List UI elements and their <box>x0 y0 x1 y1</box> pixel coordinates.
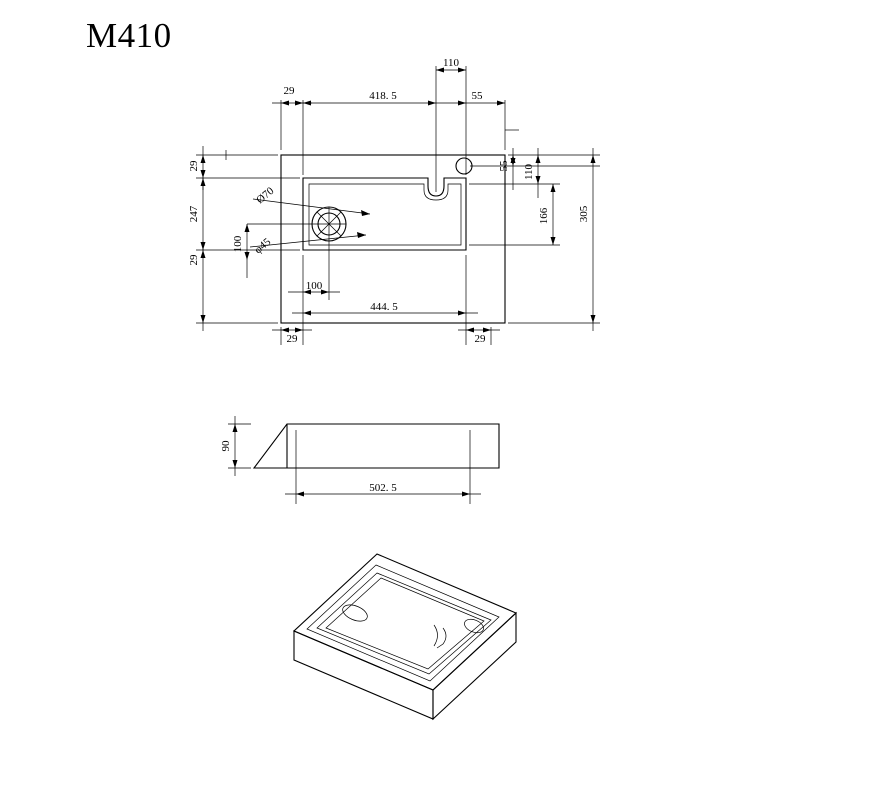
iso-bowl-rim-inner <box>316 572 492 675</box>
dim-502-5-label: 502. 5 <box>369 482 397 494</box>
dim-100-vertical-label: 100 <box>232 235 244 252</box>
drain-crosshair-d2 <box>316 211 342 237</box>
iso-bowl-basin <box>325 577 485 670</box>
tap-hole <box>455 157 473 175</box>
isometric-view-group <box>293 553 517 721</box>
dim-55-top: 55 <box>436 90 505 106</box>
dim-90: 90 <box>220 416 238 476</box>
dim-100-horizontal: 100 <box>288 280 340 295</box>
dim-29-left-top-label: 29 <box>188 160 200 172</box>
dim-247: 247 <box>188 178 206 250</box>
dim-166: 166 <box>538 184 556 245</box>
dim-29-bottom-right-label: 29 <box>475 333 487 345</box>
dim-29-bottom-left: 29 <box>272 327 312 345</box>
dim-29-bottom-left-label: 29 <box>287 333 299 345</box>
iso-tap-notch <box>436 627 447 649</box>
dim-55-right-label: 55 <box>498 160 510 172</box>
dim-29-left-bottom-label: 29 <box>188 254 200 266</box>
dim-444-5-label: 444. 5 <box>370 301 398 313</box>
drain-diameter-leaders <box>249 198 371 248</box>
dim-418-5-label: 418. 5 <box>369 90 397 102</box>
dim-55-right: 55 <box>498 148 516 190</box>
front-view-group: 90 502. 5 <box>220 416 500 504</box>
dim-110-right: 110 <box>523 148 541 198</box>
top-view-group: Ø70 φ45 29 418. 5 <box>188 57 600 345</box>
dim-d70-label: Ø70 <box>254 185 277 207</box>
bowl-inner-outline <box>302 177 467 251</box>
dim-110-top: 110 <box>436 57 466 73</box>
dim-444-5: 444. 5 <box>292 301 478 316</box>
dim-55-top-label: 55 <box>472 90 484 102</box>
dim-100-vertical: 100 <box>232 223 312 278</box>
dim-29-left-bottom: 29 <box>188 242 206 331</box>
iso-tap-hole <box>464 618 484 634</box>
dim-305: 305 <box>578 148 596 331</box>
dim-418-5: 418. 5 <box>303 90 436 106</box>
iso-tap-notch-2 <box>433 624 438 647</box>
page-title: M410 <box>86 16 172 55</box>
iso-front-face <box>293 630 434 720</box>
dim-100-horizontal-label: 100 <box>306 280 323 292</box>
bowl-inner-outline-2 <box>308 183 462 246</box>
dim-90-label: 90 <box>220 440 232 452</box>
basin-outline <box>280 154 506 324</box>
dim-502-5: 502. 5 <box>285 482 481 497</box>
dim-29-top-left-label: 29 <box>284 85 296 97</box>
dim-305-label: 305 <box>578 205 590 222</box>
dim-d45-label: φ45 <box>252 236 273 257</box>
dim-29-bottom-right: 29 <box>458 327 500 345</box>
dim-247-label: 247 <box>188 205 200 222</box>
front-view-outline <box>252 423 500 469</box>
dim-110-top-label: 110 <box>443 57 460 69</box>
dim-166-label: 166 <box>538 207 550 224</box>
iso-bowl-rim-outer <box>306 564 500 682</box>
iso-drain <box>342 604 368 622</box>
iso-right-face <box>432 611 517 721</box>
dim-110-right-label: 110 <box>523 163 535 180</box>
